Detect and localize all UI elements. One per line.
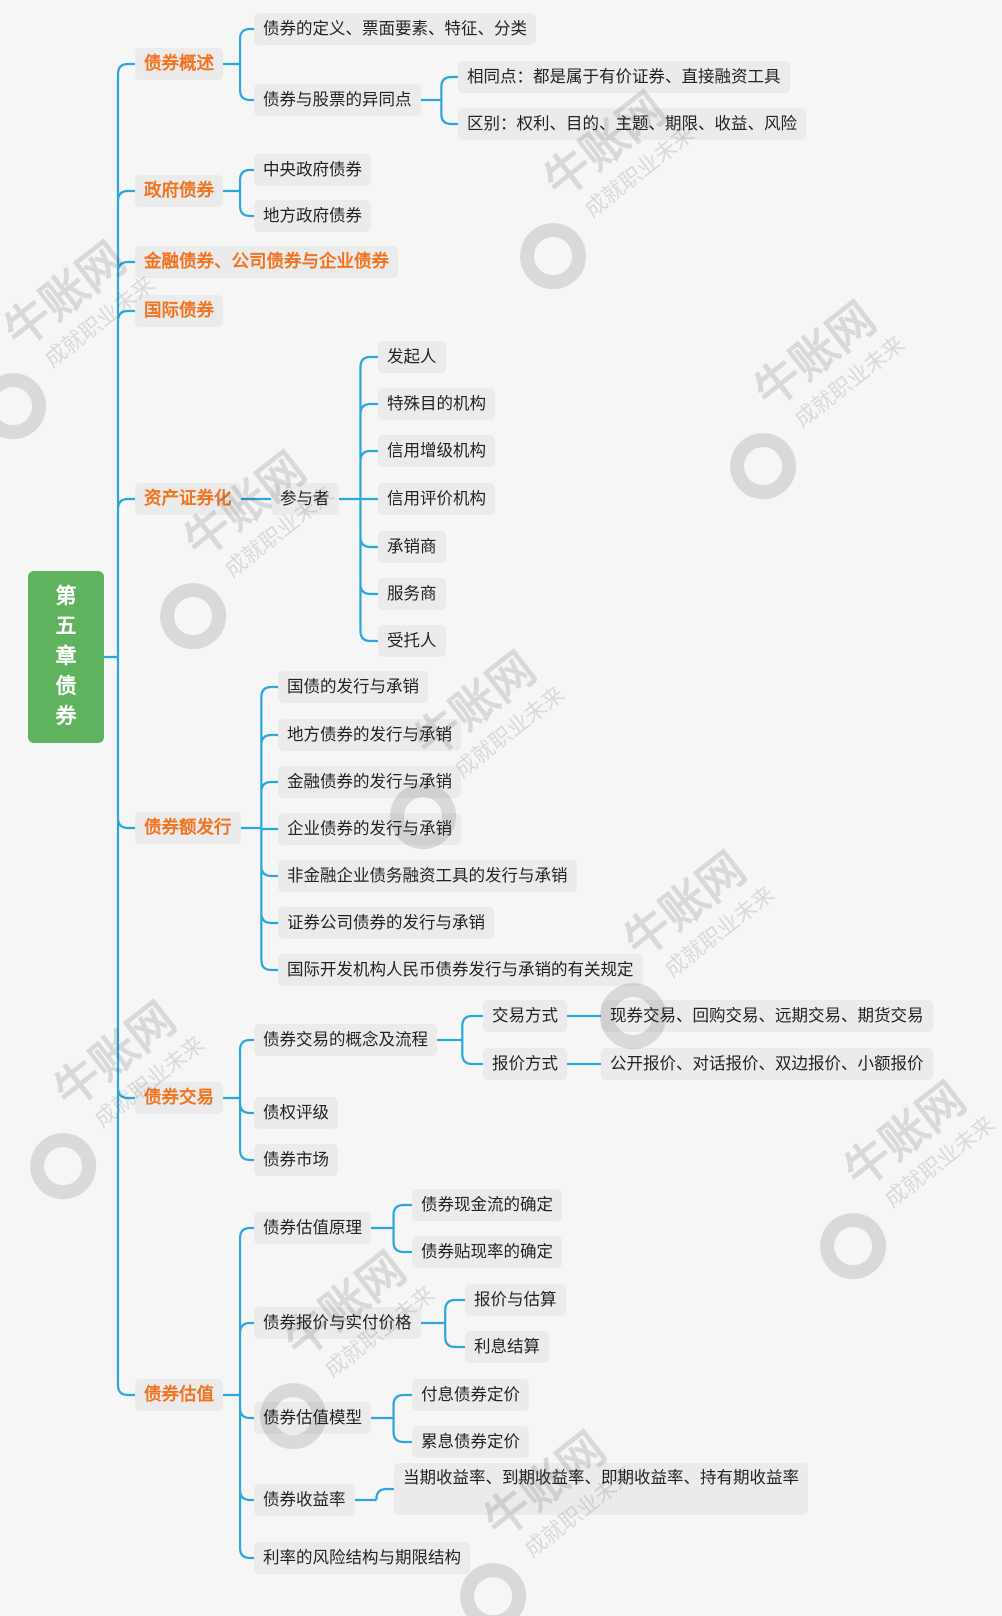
watermark-brand: 牛账网 [834, 1071, 976, 1199]
topic-risk-term-structure[interactable]: 利率的风险结构与期限结构 [254, 1542, 470, 1574]
topic-quote-methods[interactable]: 报价方式 [483, 1048, 567, 1080]
connector-n7-1 [421, 1298, 465, 1349]
branch-international-bonds[interactable]: 国际债券 [135, 295, 223, 327]
connector-root [104, 62, 135, 1397]
topic-accrual-bond-pricing[interactable]: 累息债券定价 [412, 1426, 529, 1458]
branch-bond-valuation[interactable]: 债券估值 [135, 1379, 223, 1411]
topic-differences[interactable]: 区别：权利、目的、主题、期限、收益、风险 [458, 108, 806, 140]
topic-quote-methods-list[interactable]: 公开报价、对话报价、双边报价、小额报价 [601, 1048, 933, 1080]
topic-discount-rate[interactable]: 债券贴现率的确定 [412, 1236, 562, 1268]
watermark-slogan: 成就职业未来 [450, 682, 569, 783]
watermark-brand: 牛账网 [534, 81, 676, 209]
branch-bond-trading[interactable]: 债券交易 [135, 1082, 223, 1114]
topic-financial-bond-issuance[interactable]: 金融债券的发行与承销 [278, 766, 461, 798]
topic-treasury-issuance[interactable]: 国债的发行与承销 [278, 671, 428, 703]
topic-credit-enhancer[interactable]: 信用增级机构 [378, 435, 495, 467]
connector-n5 [241, 685, 278, 972]
branch-bond-issuance[interactable]: 债券额发行 [135, 812, 241, 844]
topic-securities-firm-bond-issuance[interactable]: 证券公司债券的发行与承销 [278, 907, 494, 939]
watermark-brand: 牛账网 [614, 841, 756, 969]
topic-bond-market[interactable]: 债券市场 [254, 1144, 338, 1176]
connector-n6-0 [437, 1014, 483, 1066]
watermark-slogan: 成就职业未来 [790, 332, 909, 433]
connector-n6 [223, 1038, 254, 1162]
topic-trading-methods[interactable]: 交易方式 [483, 1000, 567, 1032]
root-char: 券 [55, 704, 77, 728]
topic-participants[interactable]: 参与者 [271, 483, 339, 515]
watermark-ring [730, 433, 797, 500]
watermark-ring [0, 373, 47, 440]
topic-underwriter[interactable]: 承销商 [378, 531, 446, 563]
watermark-slogan: 成就职业未来 [880, 1112, 999, 1213]
connector-n0 [223, 27, 254, 102]
watermark-ring [820, 1213, 887, 1280]
topic-enterprise-bond-issuance[interactable]: 企业债券的发行与承销 [278, 813, 461, 845]
topic-spv[interactable]: 特殊目的机构 [378, 388, 495, 420]
root-char: 五 [55, 614, 77, 638]
root-char: 债 [55, 674, 77, 698]
topic-central-gov-bonds[interactable]: 中央政府债券 [254, 154, 371, 186]
topic-trading-methods-list[interactable]: 现券交易、回购交易、远期交易、期货交易 [601, 1000, 933, 1032]
topic-definition[interactable]: 债券的定义、票面要素、特征、分类 [254, 13, 536, 45]
topic-cash-flow[interactable]: 债券现金流的确定 [412, 1189, 562, 1221]
branch-financial-corporate-bonds[interactable]: 金融债券、公司债券与企业债券 [135, 246, 398, 278]
connector-n4-0 [339, 355, 378, 643]
topic-intl-dev-rmb-bond-rules[interactable]: 国际开发机构人民币债券发行与承销的有关规定 [278, 954, 643, 986]
watermark-brand: 牛账网 [744, 291, 886, 419]
topic-servicer[interactable]: 服务商 [378, 578, 446, 610]
topic-quote-and-price[interactable]: 债券报价与实付价格 [254, 1307, 421, 1339]
topic-bond-vs-stock[interactable]: 债券与股票的异同点 [254, 84, 421, 116]
topic-local-bond-issuance[interactable]: 地方债券的发行与承销 [278, 719, 461, 751]
topic-quote-estimate[interactable]: 报价与估算 [465, 1284, 566, 1316]
branch-bond-overview[interactable]: 债券概述 [135, 48, 223, 80]
root-char: 章 [55, 644, 77, 668]
topic-trustee[interactable]: 受托人 [378, 625, 446, 657]
topic-rating-agency[interactable]: 信用评价机构 [378, 483, 495, 515]
root-char: 第 [55, 584, 77, 608]
topic-interest-settlement[interactable]: 利息结算 [465, 1331, 549, 1363]
branch-asset-securitization[interactable]: 资产证券化 [135, 483, 241, 515]
connector-n7-3 [355, 1487, 394, 1502]
topic-nonfinancial-debt-issuance[interactable]: 非金融企业债务融资工具的发行与承销 [278, 860, 577, 892]
root-topic[interactable]: 第五章债券 [28, 571, 104, 743]
topic-local-gov-bonds[interactable]: 地方政府债券 [254, 200, 371, 232]
branch-government-bonds[interactable]: 政府债券 [135, 175, 223, 207]
connector-n1 [223, 168, 254, 218]
topic-valuation-model[interactable]: 债券估值模型 [254, 1402, 371, 1434]
topic-originator[interactable]: 发起人 [378, 341, 446, 373]
watermark-brand: 牛账网 [0, 231, 136, 359]
topic-yield-types[interactable]: 当期收益率、到期收益率、即期收益率、持有期收益率 [394, 1463, 808, 1515]
watermark-ring [520, 223, 587, 290]
watermark-brand: 牛账网 [274, 1241, 416, 1369]
watermark-slogan: 成就职业未来 [660, 882, 779, 983]
topic-similarities[interactable]: 相同点：都是属于有价证券、直接融资工具 [458, 61, 790, 93]
topic-credit-rating[interactable]: 债权评级 [254, 1097, 338, 1129]
topic-coupon-bond-pricing[interactable]: 付息债券定价 [412, 1379, 529, 1411]
topic-bond-yield[interactable]: 债券收益率 [254, 1484, 355, 1516]
watermark-ring [160, 583, 227, 650]
connector-n7-0 [371, 1203, 412, 1254]
connector-n0-1 [421, 75, 458, 126]
connector-n7 [223, 1226, 254, 1560]
connector-n7-2 [371, 1393, 412, 1444]
watermark-ring [30, 1133, 97, 1200]
topic-valuation-principle[interactable]: 债券估值原理 [254, 1212, 371, 1244]
topic-trading-concept[interactable]: 债券交易的概念及流程 [254, 1024, 437, 1056]
